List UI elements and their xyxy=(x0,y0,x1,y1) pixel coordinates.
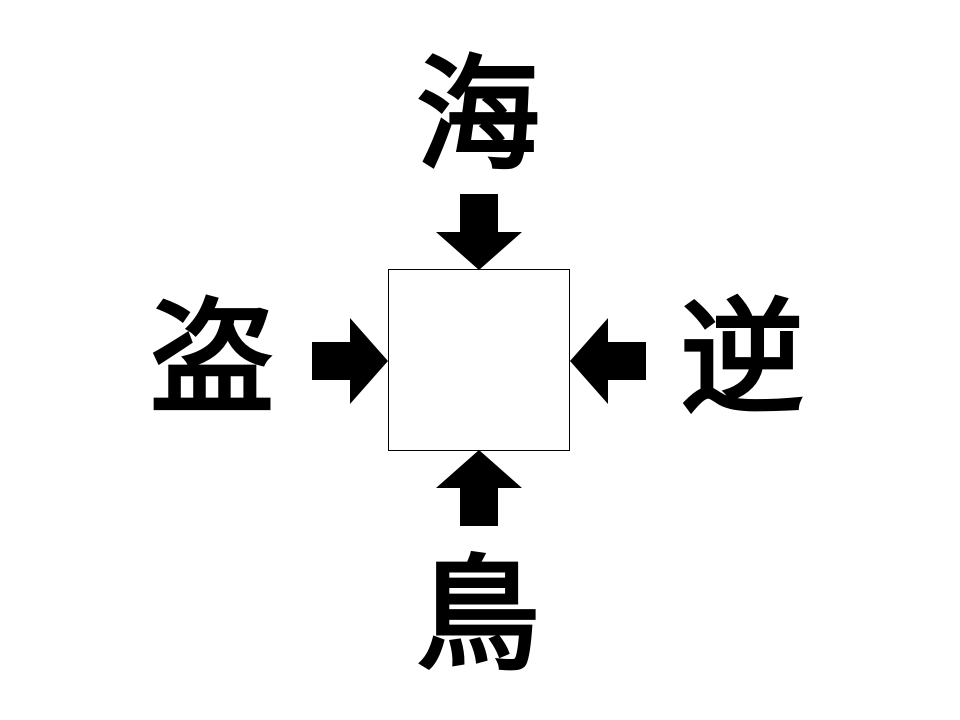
right-kanji: 逆 xyxy=(679,287,804,431)
arrow-up-icon xyxy=(436,450,522,526)
answer-box[interactable] xyxy=(388,269,570,451)
arrow-down-icon xyxy=(436,194,522,270)
top-kanji: 海 xyxy=(415,44,540,188)
bottom-kanji: 鳥 xyxy=(415,544,540,688)
arrow-left-icon xyxy=(570,318,646,404)
left-kanji: 盗 xyxy=(149,287,274,431)
arrow-right-icon xyxy=(312,318,388,404)
